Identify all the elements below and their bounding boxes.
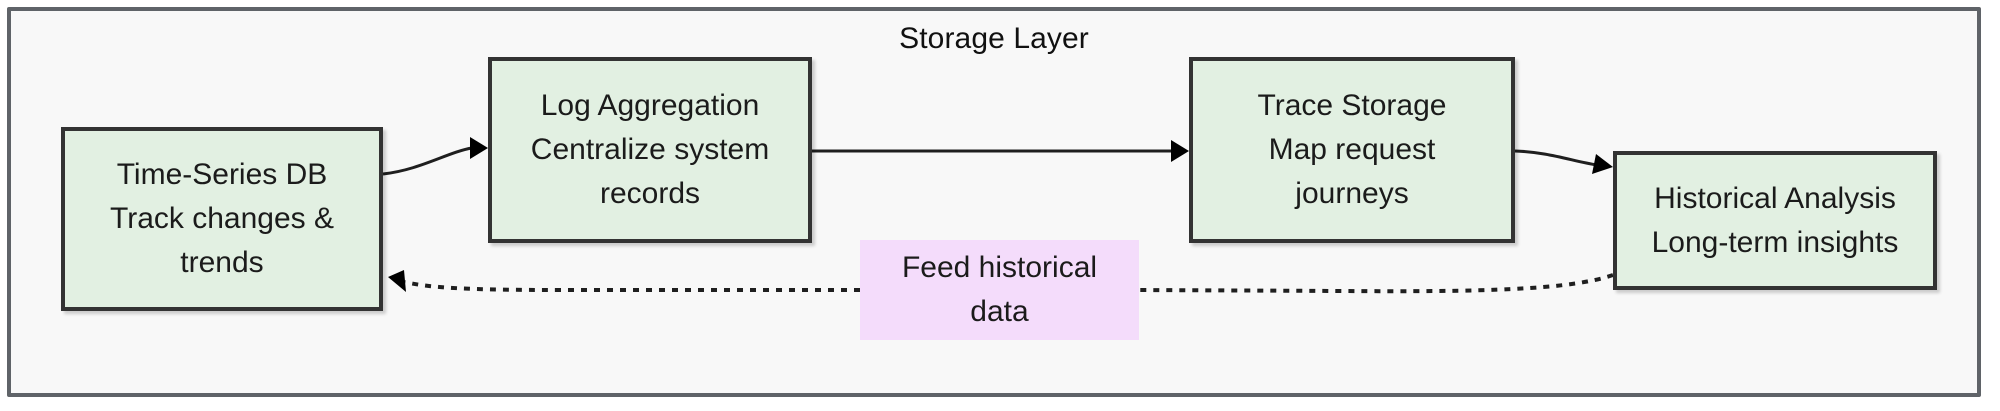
node-subtitle-line-1: Centralize system [530, 133, 770, 166]
edge-label-line-2: data [970, 295, 1029, 328]
edge-label-feed-historical-data: Feed historical data [860, 240, 1139, 340]
node-subtitle-line-2: journeys [1295, 177, 1409, 210]
node-title: Time-Series DB [116, 158, 328, 191]
node-subtitle-line-2: trends [180, 246, 264, 279]
node-title: Historical Analysis [1654, 181, 1896, 215]
node-time-series-db[interactable]: Time-Series DB Track changes & trends [61, 127, 383, 311]
node-trace-storage[interactable]: Trace Storage Map request journeys [1189, 57, 1515, 243]
node-subtitle-line-1: Long-term insights [1651, 225, 1899, 259]
node-subtitle-line-1: Map request [1268, 133, 1436, 166]
node-title: Trace Storage [1257, 89, 1447, 122]
node-subtitle-line-2: records [599, 177, 701, 210]
node-subtitle-line-1: Track changes & [110, 202, 334, 235]
node-historical-analysis[interactable]: Historical Analysis Long-term insights [1613, 151, 1937, 290]
node-title: Log Aggregation [540, 89, 760, 122]
edge-label-line-1: Feed historical [901, 251, 1098, 284]
node-log-aggregation[interactable]: Log Aggregation Centralize system record… [488, 57, 812, 243]
storage-layer-title: Storage Layer [899, 22, 1089, 55]
